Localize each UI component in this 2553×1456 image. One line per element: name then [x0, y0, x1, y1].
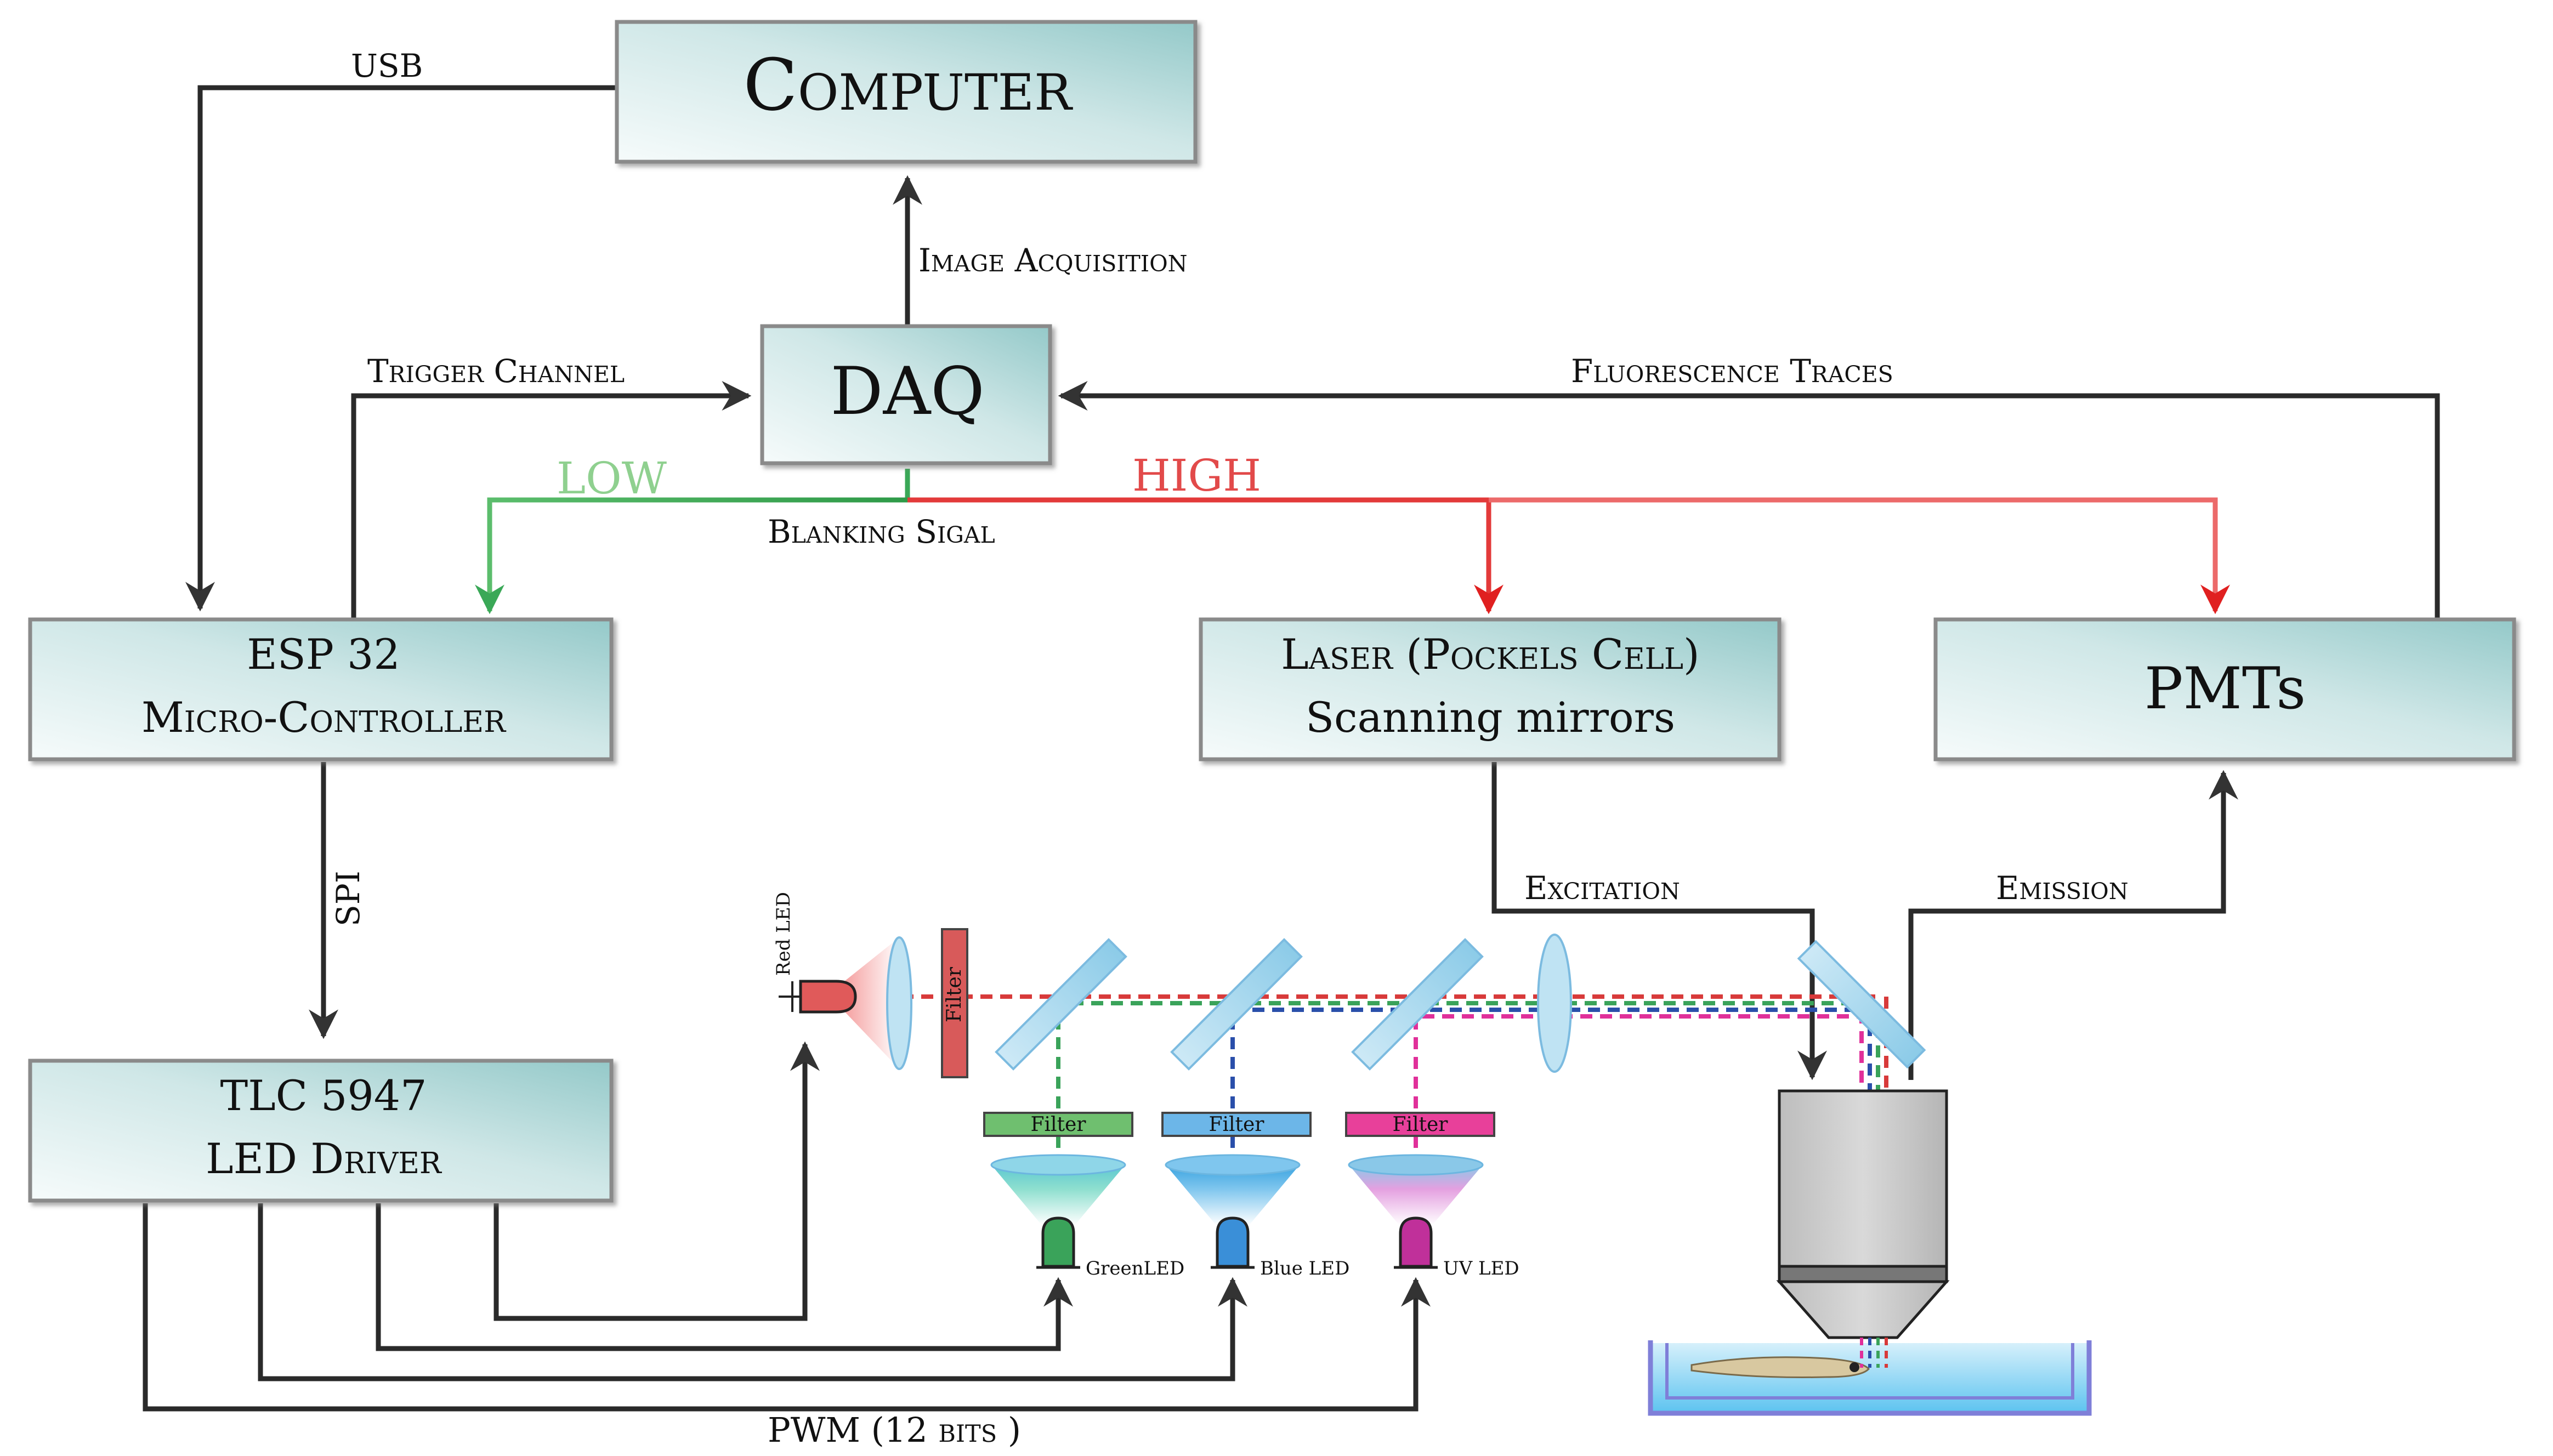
green-filter: [983, 1112, 1133, 1137]
pwm-line-blue: [258, 1203, 1247, 1381]
pink-filter: [1345, 1112, 1495, 1137]
usb-label: USB: [351, 47, 423, 84]
low-line: [475, 497, 907, 615]
esp32-label-line1: ESP 32: [247, 630, 400, 679]
uv-led-cone: [1349, 1165, 1483, 1225]
esp32-box: [28, 617, 614, 761]
red-led-label: Red LED: [773, 892, 795, 976]
laser-label-line1: Laser (Pockels Cell): [1281, 630, 1699, 679]
emission-label: Emission: [1996, 869, 2129, 907]
red-collimator-lens: [886, 936, 912, 1070]
red-led-cone: [844, 937, 899, 1069]
pwm-line-uv: [143, 1203, 1431, 1412]
green-collimator-lens: [990, 1154, 1126, 1176]
emission-line: [1908, 770, 2238, 1080]
tlc5947-label-line2: LED Driver: [206, 1134, 442, 1183]
daq-box: [760, 324, 1052, 465]
image-acquisition-label: Image Acquisition: [918, 242, 1188, 279]
computer-box: [615, 20, 1198, 164]
green-led-icon: [1041, 1216, 1075, 1268]
red-filter-label: Filter: [943, 966, 966, 1022]
green-led-cone: [991, 1165, 1125, 1225]
zebrafish-larva: [1690, 1356, 1870, 1378]
uv-led-icon: [1399, 1216, 1433, 1268]
usb-line: [185, 85, 617, 612]
laser-label-line2: Scanning mirrors: [1306, 693, 1675, 742]
objective-lens: [1776, 1089, 1950, 1339]
green-beam: [1056, 1001, 1880, 1168]
uv-beam: [1414, 1014, 1864, 1168]
blue-led-label: Blue LED: [1260, 1258, 1349, 1279]
pwm-label: PWM (12 bits ): [768, 1410, 1021, 1450]
computer-label: Computer: [743, 43, 1073, 127]
pink-filter-label: Filter: [1393, 1113, 1449, 1136]
low-label: LOW: [557, 453, 667, 504]
green-filter-label: Filter: [1031, 1113, 1087, 1136]
pwm-line-red: [493, 1041, 820, 1321]
pwm-line-green: [376, 1203, 1073, 1351]
laser-box: [1199, 617, 1782, 761]
uv-collimator-lens: [1348, 1154, 1484, 1176]
pmts-label: PMTs: [2144, 655, 2306, 722]
uv-led-label: UV LED: [1443, 1258, 1519, 1279]
excitation-line: [1491, 762, 1827, 1080]
blue-filter-label: Filter: [1209, 1113, 1265, 1136]
red-filter: [941, 928, 968, 1078]
blue-filter: [1161, 1112, 1312, 1137]
high-label: HIGH: [1132, 450, 1261, 501]
trigger-channel-line: [351, 381, 752, 619]
red-led-assembly: Filter Red LED: [773, 892, 968, 1078]
tlc5947-box: [28, 1059, 614, 1203]
green-led-label: GreenLED: [1086, 1258, 1184, 1279]
excitation-label: Excitation: [1524, 869, 1680, 907]
daq-label: DAQ: [830, 354, 984, 430]
esp32-label-line2: Micro-Controller: [141, 693, 507, 742]
red-led-icon: [799, 980, 857, 1014]
relay-lens: [1537, 934, 1572, 1073]
emission-dichroic-mirror: [1797, 940, 1926, 1069]
high-line-pmts: [1489, 497, 2230, 615]
blanking-signal-label: Blanking Sigal: [768, 513, 995, 550]
blue-collimator-lens: [1165, 1154, 1301, 1176]
tlc5947-label-line1: TLC 5947: [220, 1071, 427, 1120]
fluorescence-traces-line: [1058, 381, 2440, 619]
blue-led-cone: [1166, 1165, 1300, 1225]
dichroic-mirror-3: [1351, 938, 1484, 1071]
blue-led-icon: [1216, 1216, 1250, 1268]
dichroic-mirror-2: [1170, 938, 1303, 1071]
dichroic-mirror-1: [995, 938, 1127, 1071]
pmts-box: [1933, 617, 2516, 761]
fluorescence-traces-label: Fluorescence Traces: [1571, 352, 1893, 390]
led-filters: Filter Filter Filter: [983, 1112, 1495, 1137]
trigger-channel-label: Trigger Channel: [367, 352, 625, 390]
spi-label: SPI: [330, 871, 367, 926]
